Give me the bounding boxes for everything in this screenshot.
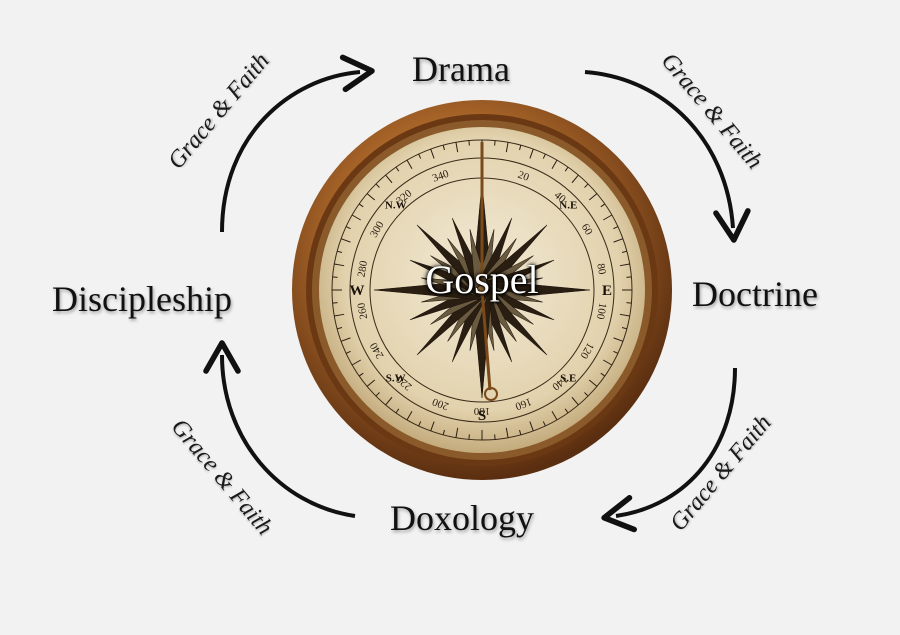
arrow-discipleship-to-drama <box>220 54 375 233</box>
dial-degree-label: 80 <box>594 263 608 276</box>
arrow-doxology-to-discipleship <box>203 340 356 518</box>
dial-tick <box>430 421 435 432</box>
dial-tick <box>564 408 569 414</box>
dial-tick <box>351 214 362 221</box>
compass-direction-label: N.E <box>559 200 577 212</box>
dial-tick <box>519 144 522 151</box>
arrow-doctrine-to-doxology <box>601 367 737 533</box>
dial-tick <box>442 144 445 151</box>
dial-tick <box>613 238 624 243</box>
dial-tick <box>340 337 351 342</box>
dial-degree-label: 260 <box>355 301 370 320</box>
node-discipleship: Discipleship <box>52 279 232 319</box>
dial-tick <box>442 429 445 436</box>
dial-tick <box>406 410 413 421</box>
dial-degree-label: 340 <box>431 168 451 185</box>
dial-tick <box>619 263 630 267</box>
dial-tick <box>542 421 546 427</box>
dial-tick <box>613 350 619 354</box>
dial-tick <box>613 337 624 342</box>
arrow-drama-to-doctrine <box>584 70 751 243</box>
dial-tick <box>334 263 345 267</box>
dial-degree-label: 280 <box>355 259 370 278</box>
dial-tick <box>358 372 364 377</box>
compass-direction-label: S <box>478 408 486 424</box>
dial-tick <box>564 166 569 172</box>
dial-tick <box>385 396 393 406</box>
dial-tick <box>375 183 380 188</box>
dial-tick <box>602 359 613 366</box>
center-label-gospel: Gospel <box>425 257 539 302</box>
dial-degree-label: 100 <box>594 302 609 321</box>
dial-tick <box>584 183 589 188</box>
dial-tick <box>588 379 598 387</box>
dial-tick <box>418 421 422 427</box>
dial-tick <box>619 313 630 317</box>
dial-tick <box>600 203 606 208</box>
dial-tick <box>551 410 558 421</box>
dial-tick <box>505 427 509 438</box>
dial-degree-label: 160 <box>513 395 533 412</box>
dial-tick <box>602 214 613 221</box>
compass-image: 2040608010012014016018020022024026028030… <box>292 100 672 480</box>
dial-degree-label: 180 <box>473 405 490 417</box>
dial-tick <box>621 250 628 253</box>
compass-direction-label: S.W <box>386 372 406 384</box>
dial-tick <box>340 238 351 243</box>
dial-tick <box>588 193 598 201</box>
compass-direction-label: S.E <box>560 372 576 384</box>
dial-tick <box>600 372 606 377</box>
dial-tick <box>406 159 413 170</box>
dial-degree-label: 200 <box>430 395 450 412</box>
dial-tick <box>430 148 435 159</box>
dial-tick <box>395 408 400 414</box>
dial-tick <box>395 166 400 172</box>
node-drama: Drama <box>412 49 510 89</box>
dial-tick <box>519 429 522 436</box>
dial-tick <box>334 313 345 317</box>
dial-tick <box>345 350 351 354</box>
dial-tick <box>529 421 534 432</box>
dial-tick <box>542 153 546 159</box>
dial-tick <box>551 159 558 170</box>
node-doxology: Doxology <box>390 498 534 538</box>
dial-tick <box>571 396 579 406</box>
dial-tick <box>571 174 579 184</box>
dial-tick <box>345 226 351 230</box>
dial-tick <box>529 148 534 159</box>
dial-tick <box>336 327 343 330</box>
dial-tick <box>385 174 393 184</box>
dial-tick <box>366 379 376 387</box>
dial-degree-label: 20 <box>516 169 531 184</box>
dial-tick <box>358 203 364 208</box>
dial-tick <box>505 142 509 153</box>
dial-tick <box>584 392 589 397</box>
node-doctrine: Doctrine <box>692 274 818 314</box>
dial-tick <box>366 193 376 201</box>
compass-direction-label: N.W <box>385 200 407 212</box>
dial-tick <box>418 153 422 159</box>
compass-direction-label: E <box>602 283 612 299</box>
compass-direction-label: W <box>350 283 365 299</box>
dial-tick <box>613 226 619 230</box>
dial-tick <box>375 392 380 397</box>
dial-tick <box>351 359 362 366</box>
dial-tick <box>336 250 343 253</box>
dial-tick <box>455 142 459 153</box>
dial-tick <box>455 427 459 438</box>
dial-tick <box>621 327 628 330</box>
